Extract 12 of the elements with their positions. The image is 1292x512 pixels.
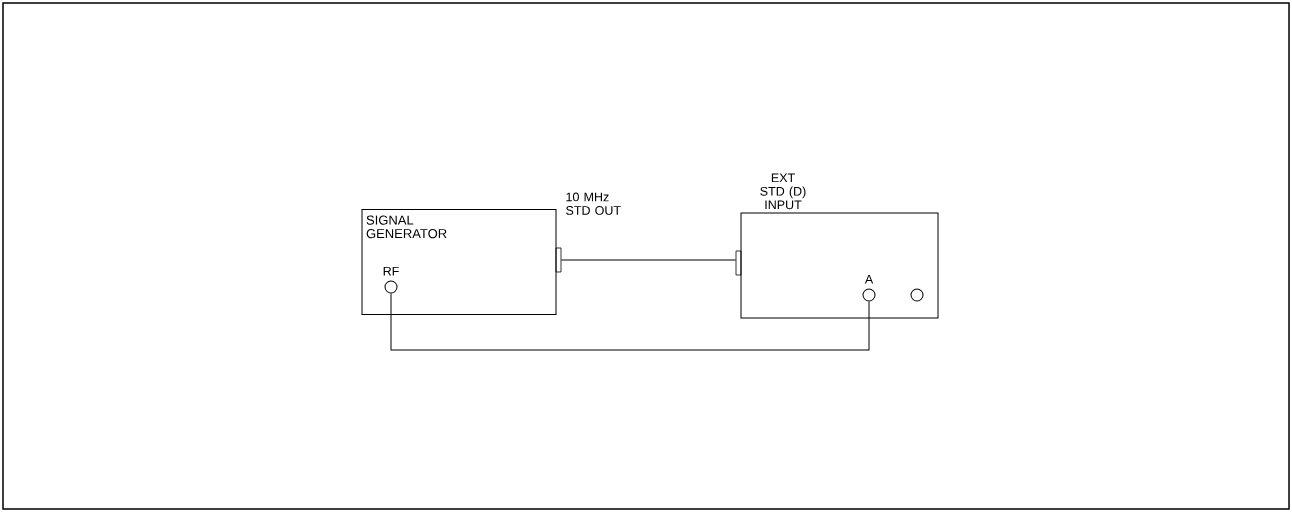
port-label: EXT STD (D) INPUT (760, 173, 806, 210)
port-label: RF (383, 266, 399, 276)
port-label: A (864, 274, 874, 284)
cable (390, 293, 870, 351)
instrument-box (740, 212, 939, 319)
connector-plug (735, 250, 742, 276)
port-label: 10 MHz STD OUT (566, 192, 621, 215)
connector-plug (555, 247, 562, 273)
connector-socket (910, 288, 924, 302)
cable (560, 259, 737, 261)
connector-socket (384, 280, 398, 294)
connector-socket (862, 288, 876, 302)
